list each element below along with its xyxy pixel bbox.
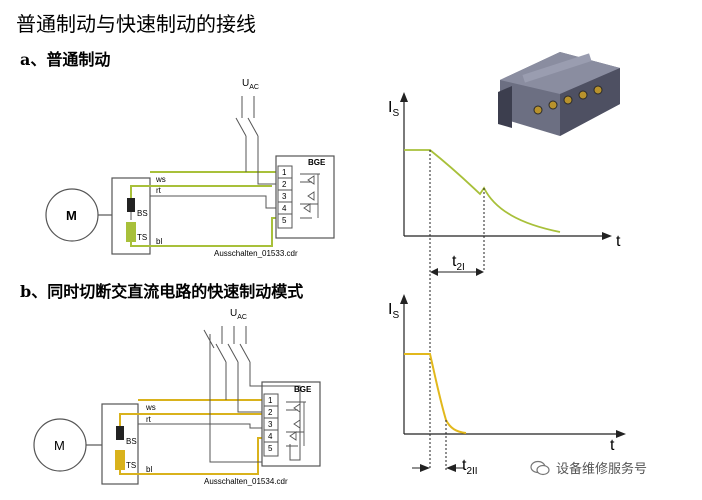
ws-b-label: ws [145, 403, 156, 412]
bs-b-coil [116, 426, 124, 440]
bge-b-label: BGE [294, 385, 312, 394]
terminal-a-4: 4 [282, 204, 287, 213]
graph-a-curve [404, 149, 561, 233]
bge-b-rectifier [286, 401, 306, 447]
graph-b-curve [404, 353, 467, 434]
file-b-label: Ausschalten_01534.cdr [204, 477, 288, 486]
watermark: 设备维修服务号 [530, 458, 647, 477]
supply-a-label: UAC [242, 78, 259, 91]
wechat-icon [530, 460, 550, 475]
bl-a-label: bl [156, 237, 162, 246]
graph-a-x-label: t [616, 233, 621, 250]
bge-a-module [275, 155, 335, 239]
motor-b-terminal-box [101, 403, 139, 485]
terminal-b-4: 4 [268, 432, 273, 441]
graph-b-x-label: t [610, 437, 615, 454]
supply-b-label: UAC [230, 308, 247, 321]
wiring-diagram-a: M BS TS ws rt bl UAC BGE 1 2 3 4 5 [45, 78, 335, 258]
bs-b-label: BS [126, 437, 137, 446]
section-a-heading: a、普通制动 [20, 50, 111, 69]
ts-a-coil [126, 222, 136, 242]
ts-a-label: TS [137, 233, 147, 242]
terminal-a-3: 3 [282, 192, 287, 201]
section-b-heading: b、同时切断交直流电路的快速制动模式 [20, 282, 304, 301]
terminal-b-2: 2 [268, 408, 273, 417]
current-graph-a: IS t t2I [388, 92, 621, 470]
graph-a-y-label: IS [388, 99, 399, 119]
bge-b-module [261, 381, 321, 467]
page-title: 普通制动与快速制动的接线 [16, 12, 256, 36]
current-graph-b: IS t t2II [388, 294, 626, 477]
ts-b-label: TS [126, 461, 136, 470]
rt-b-label: rt [146, 415, 152, 424]
bge-a-label: BGE [308, 158, 326, 167]
terminal-a-1: 1 [282, 168, 287, 177]
terminal-b-5: 5 [268, 444, 273, 453]
rt-a-label: rt [156, 186, 162, 195]
bs-a-label: BS [137, 209, 148, 218]
motor-a-terminal-box [111, 177, 151, 255]
graph-b-y-label: IS [388, 301, 399, 321]
bl-b-label: bl [146, 465, 152, 474]
motor-a-label: M [66, 208, 77, 223]
wiring-diagram-b: M BS TS ws rt bl UAC BGE 1 2 3 4 5 Aussc… [33, 308, 321, 486]
file-a-label: Ausschalten_01533.cdr [214, 249, 298, 258]
graph-a-interval-label: t2I [452, 253, 465, 273]
terminal-a-2: 2 [282, 180, 287, 189]
terminal-b-3: 3 [268, 420, 273, 429]
bge-a-rectifier [300, 173, 320, 219]
graph-b-interval-label: t2II [462, 457, 478, 477]
bge-rectifier-photo [498, 52, 620, 136]
ws-a-label: ws [155, 175, 166, 184]
motor-b-label: M [54, 438, 65, 453]
watermark-text: 设备维修服务号 [556, 462, 648, 477]
terminal-a-5: 5 [282, 216, 287, 225]
bs-a-coil [127, 198, 135, 212]
terminal-b-1: 1 [268, 396, 273, 405]
ts-b-coil [115, 450, 125, 470]
